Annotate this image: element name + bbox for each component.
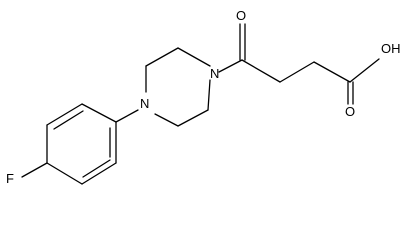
atom-label-fluorine: F — [6, 171, 14, 186]
bond-phenyl-5 — [81, 162, 117, 185]
atom-label-ketone-o: O — [236, 8, 246, 23]
bond-n4-ring-bottom-left — [154, 113, 179, 127]
bond-phenyl-4 — [46, 162, 83, 185]
bond-chain-3 — [313, 61, 351, 83]
atom-label-aryl-n: N — [140, 96, 149, 111]
bond-ring-top — [145, 47, 179, 67]
bond-phenyl-2 — [46, 103, 83, 126]
atom-label-acid-o: O — [345, 104, 355, 119]
atom-label-acid-oh: OH — [381, 41, 401, 56]
bond-n1-ring-top-right — [177, 47, 211, 67]
bond-ring-bottom — [177, 109, 209, 127]
structure-canvas: O N N OH O F — [6, 8, 401, 186]
atom-labels: O N N OH O F — [6, 8, 401, 186]
molecule-structure-diagram: O N N OH O F — [6, 8, 401, 186]
bonds — [21, 23, 380, 185]
bond-ring-bottom-right-n1 — [207, 79, 211, 111]
bond-phenyl-inner-a — [53, 110, 84, 130]
bond-acid-c-oh — [349, 58, 380, 83]
bond-n1-carbonyl — [218, 59, 243, 73]
bond-chain-1 — [241, 59, 281, 83]
bond-chain-2 — [279, 61, 315, 83]
bond-phenyl-f — [21, 162, 48, 178]
bond-n4-phenyl — [115, 109, 139, 123]
atom-label-acyl-n: N — [210, 66, 219, 81]
bond-phenyl-1 — [81, 103, 117, 123]
bond-phenyl-inner-b — [82, 159, 111, 178]
